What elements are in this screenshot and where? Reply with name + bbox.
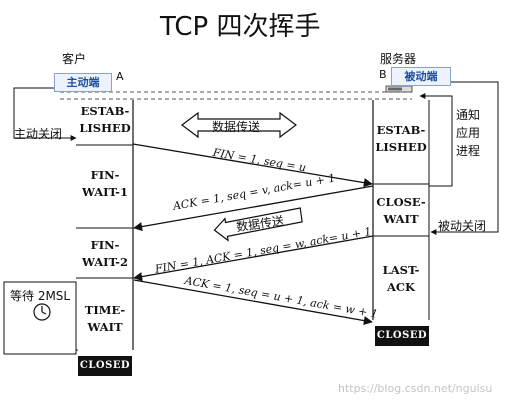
diagram-title: TCP 四次挥手 xyxy=(160,12,321,42)
wait-2msl-label: 等待 2MSL xyxy=(10,289,71,303)
arrow-fin2 xyxy=(133,235,374,282)
client-tag: 主动端 xyxy=(54,73,112,92)
server-label: 服务器 xyxy=(380,52,417,66)
client-state-time-wait: TIME- WAIT xyxy=(84,303,126,334)
notify-app-arrow xyxy=(419,93,453,187)
arrow-fin1 xyxy=(132,143,373,188)
arrow-ack2 xyxy=(133,279,373,326)
server-state-established: ESTAB- LISHED xyxy=(375,123,427,154)
client-state-fin-wait-1: FIN- WAIT-1 xyxy=(82,168,128,199)
passive-close-label: 被动关闭 xyxy=(438,219,487,233)
client-state-fin-wait-2: FIN- WAIT-2 xyxy=(82,238,128,269)
watermark: https://blog.csdn.net/nguisu xyxy=(338,382,493,395)
data-transfer-label-1: 数据传送 xyxy=(212,120,261,134)
clock-icon xyxy=(33,303,51,321)
client-letter: A xyxy=(116,70,124,83)
active-close-bracket xyxy=(13,87,77,141)
server-device-icon xyxy=(385,85,413,93)
active-close-label: 主动关闭 xyxy=(14,127,63,141)
client-state-established: ESTAB- LISHED xyxy=(79,104,131,135)
data-transfer-arrow-1 xyxy=(181,111,297,139)
server-state-close-wait: CLOSE- WAIT xyxy=(376,195,426,226)
notify-app-label: 通知 应用 进程 xyxy=(456,108,481,158)
arrow-ack1 xyxy=(133,185,374,232)
server-letter: B xyxy=(379,68,387,81)
server-state-last-ack: LAST- ACK xyxy=(382,263,420,294)
passive-close-bracket xyxy=(430,81,499,235)
server-tag: 被动端 xyxy=(391,67,451,86)
data-transfer-arrow-2 xyxy=(213,207,303,242)
client-label: 客户 xyxy=(62,52,87,66)
server-state-closed: CLOSED xyxy=(375,326,429,346)
client-state-closed: CLOSED xyxy=(78,356,132,376)
